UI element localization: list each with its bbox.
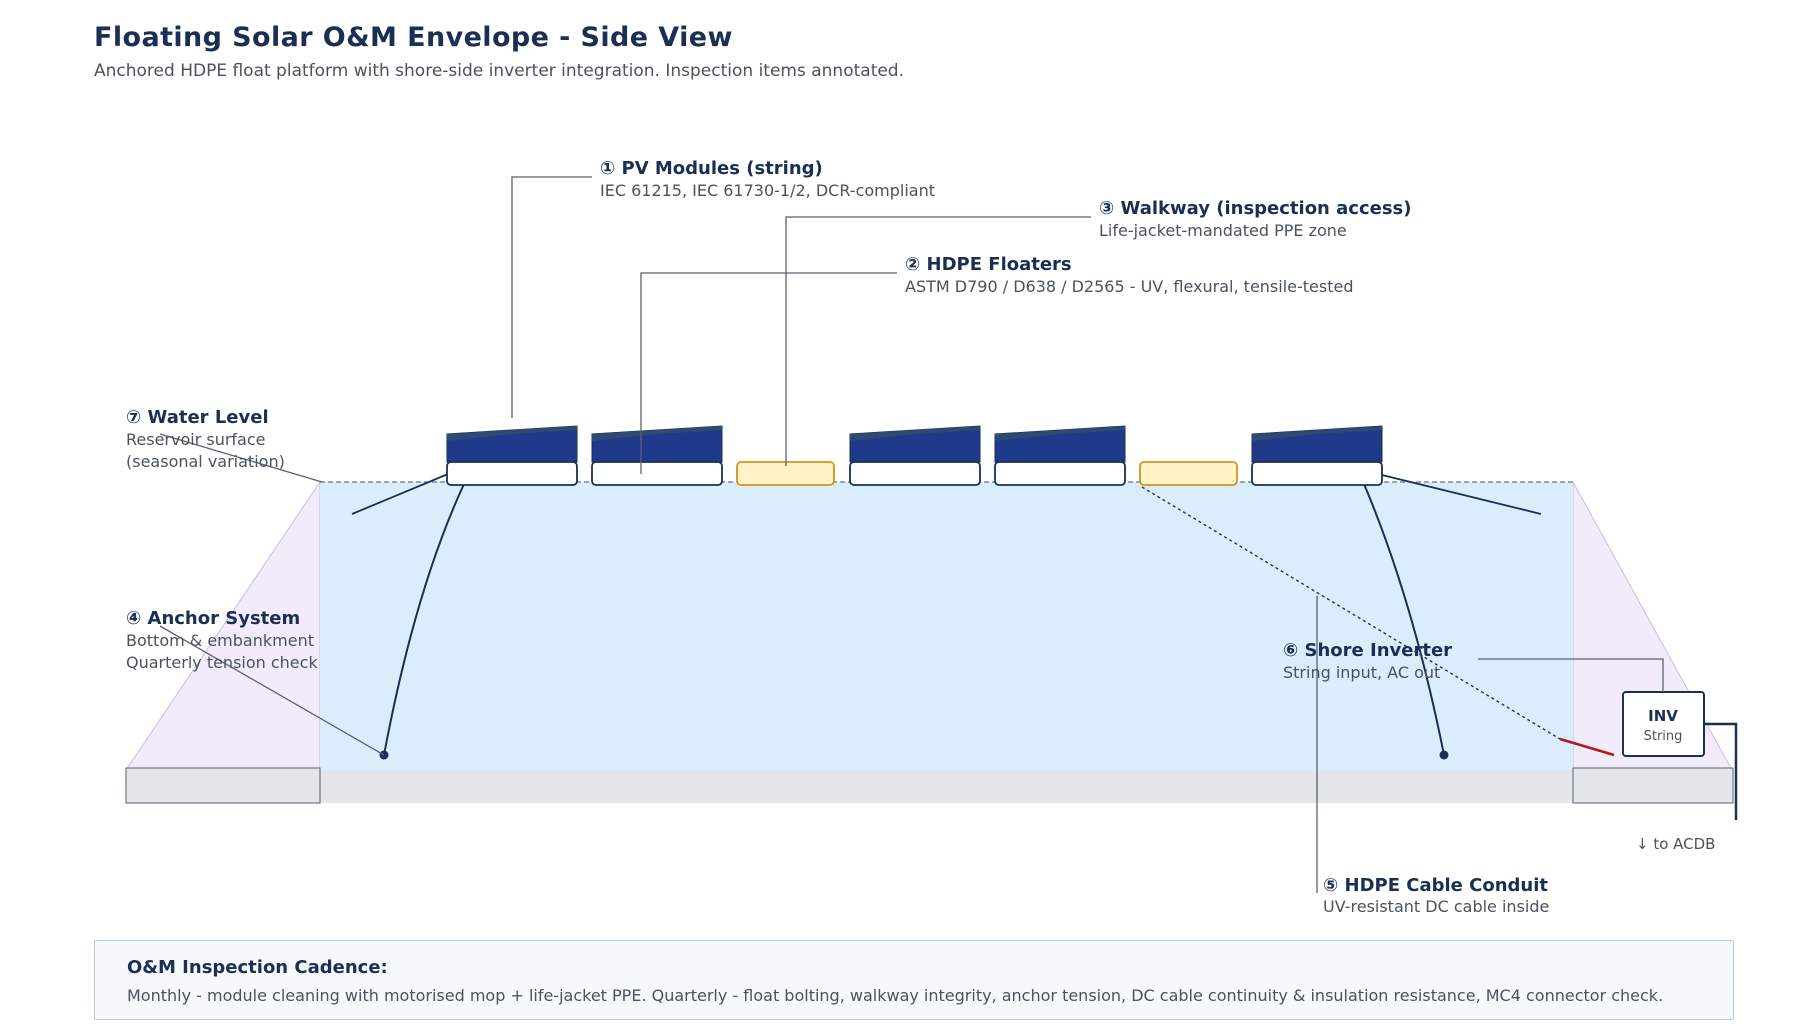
inspection-cadence-panel: O&M Inspection Cadence: Monthly - module… xyxy=(94,940,1734,1020)
callout-detail: (seasonal variation) xyxy=(126,452,285,471)
left-foundation-block xyxy=(125,767,321,804)
hdpe-floater xyxy=(446,461,578,486)
pv-float-unit-4 xyxy=(994,425,1126,486)
side-view-diagram: INV String ↓ to ACDB ① PV Modules (strin… xyxy=(125,158,1738,916)
callout-cable-conduit: ⑤ HDPE Cable Conduit UV-resistant DC cab… xyxy=(1323,875,1549,916)
pv-float-unit-2 xyxy=(591,425,723,486)
pv-module-frame-highlight xyxy=(447,426,577,441)
callout-title: ④ Anchor System xyxy=(126,608,300,629)
leader-hdpe-floaters xyxy=(640,272,897,474)
inverter-sublabel: String xyxy=(1644,729,1683,744)
dc-cable-red xyxy=(1559,737,1615,757)
anchor-cable-left xyxy=(383,483,465,756)
leader-walkway xyxy=(785,216,1091,466)
callout-walkway: ③ Walkway (inspection access) Life-jacke… xyxy=(1099,198,1412,240)
inspection-cadence-text: Monthly - module cleaning with motorised… xyxy=(127,986,1664,1005)
callout-detail: Life-jacket-mandated PPE zone xyxy=(1099,221,1347,240)
callout-detail: Reservoir surface xyxy=(126,430,266,449)
pv-module-frame-highlight xyxy=(1252,426,1382,441)
callout-detail: UV-resistant DC cable inside xyxy=(1323,897,1549,916)
reservoir-water xyxy=(320,482,1573,770)
callout-pv-modules: ① PV Modules (string) IEC 61215, IEC 617… xyxy=(600,158,935,200)
callout-detail: Quarterly tension check xyxy=(126,653,318,672)
pv-module-frame-highlight xyxy=(592,426,722,441)
inspection-cadence-title: O&M Inspection Cadence: xyxy=(127,957,388,978)
leader-water-level xyxy=(159,433,323,483)
inverter-label: INV xyxy=(1648,707,1678,725)
callout-title: ⑦ Water Level xyxy=(126,407,269,428)
hdpe-floater xyxy=(849,461,981,486)
anchor-cable-right xyxy=(1363,483,1445,756)
callout-detail: IEC 61215, IEC 61730-1/2, DCR-compliant xyxy=(600,181,935,200)
leader-shore-inverter xyxy=(1478,658,1664,692)
callout-detail: ASTM D790 / D638 / D2565 - UV, flexural,… xyxy=(905,277,1354,296)
leader-pv-modules xyxy=(511,176,592,418)
hdpe-floater xyxy=(1251,461,1383,486)
anchor-point-right xyxy=(1439,750,1449,760)
hdpe-floater xyxy=(591,461,723,486)
pv-module-frame-highlight xyxy=(850,426,980,441)
page-subtitle: Anchored HDPE float platform with shore-… xyxy=(94,61,905,81)
callout-title: ① PV Modules (string) xyxy=(600,158,823,179)
callout-hdpe-floaters: ② HDPE Floaters ASTM D790 / D638 / D2565… xyxy=(905,254,1354,296)
page-title: Floating Solar O&M Envelope - Side View xyxy=(94,22,733,53)
pv-module-frame-highlight xyxy=(995,426,1125,441)
pv-float-unit-3 xyxy=(849,425,981,486)
callout-shore-inverter: ⑥ Shore Inverter String input, AC out xyxy=(1283,640,1452,682)
callout-detail: String input, AC out xyxy=(1283,663,1440,682)
callout-title: ② HDPE Floaters xyxy=(905,254,1072,275)
callout-title: ⑥ Shore Inverter xyxy=(1283,640,1452,661)
callout-water-level: ⑦ Water Level Reservoir surface (seasona… xyxy=(126,407,285,471)
mooring-line-left xyxy=(351,473,449,515)
acdb-note: ↓ to ACDB xyxy=(1636,835,1715,853)
hdpe-floater xyxy=(994,461,1126,486)
reservoir-bed xyxy=(320,770,1573,803)
right-foundation-block xyxy=(1572,767,1734,804)
callout-title: ⑤ HDPE Cable Conduit xyxy=(1323,875,1548,896)
ac-output-cable xyxy=(1704,722,1738,820)
callout-anchor-system: ④ Anchor System Bottom & embankment Quar… xyxy=(126,608,318,672)
callout-title: ③ Walkway (inspection access) xyxy=(1099,198,1412,219)
callout-detail: Bottom & embankment xyxy=(126,631,314,650)
walkway-float-2 xyxy=(1139,461,1238,486)
pv-float-unit-5 xyxy=(1251,425,1383,486)
leader-anchor-system xyxy=(159,625,385,756)
pv-float-unit-1 xyxy=(446,425,578,486)
mooring-line-right xyxy=(1377,473,1542,515)
